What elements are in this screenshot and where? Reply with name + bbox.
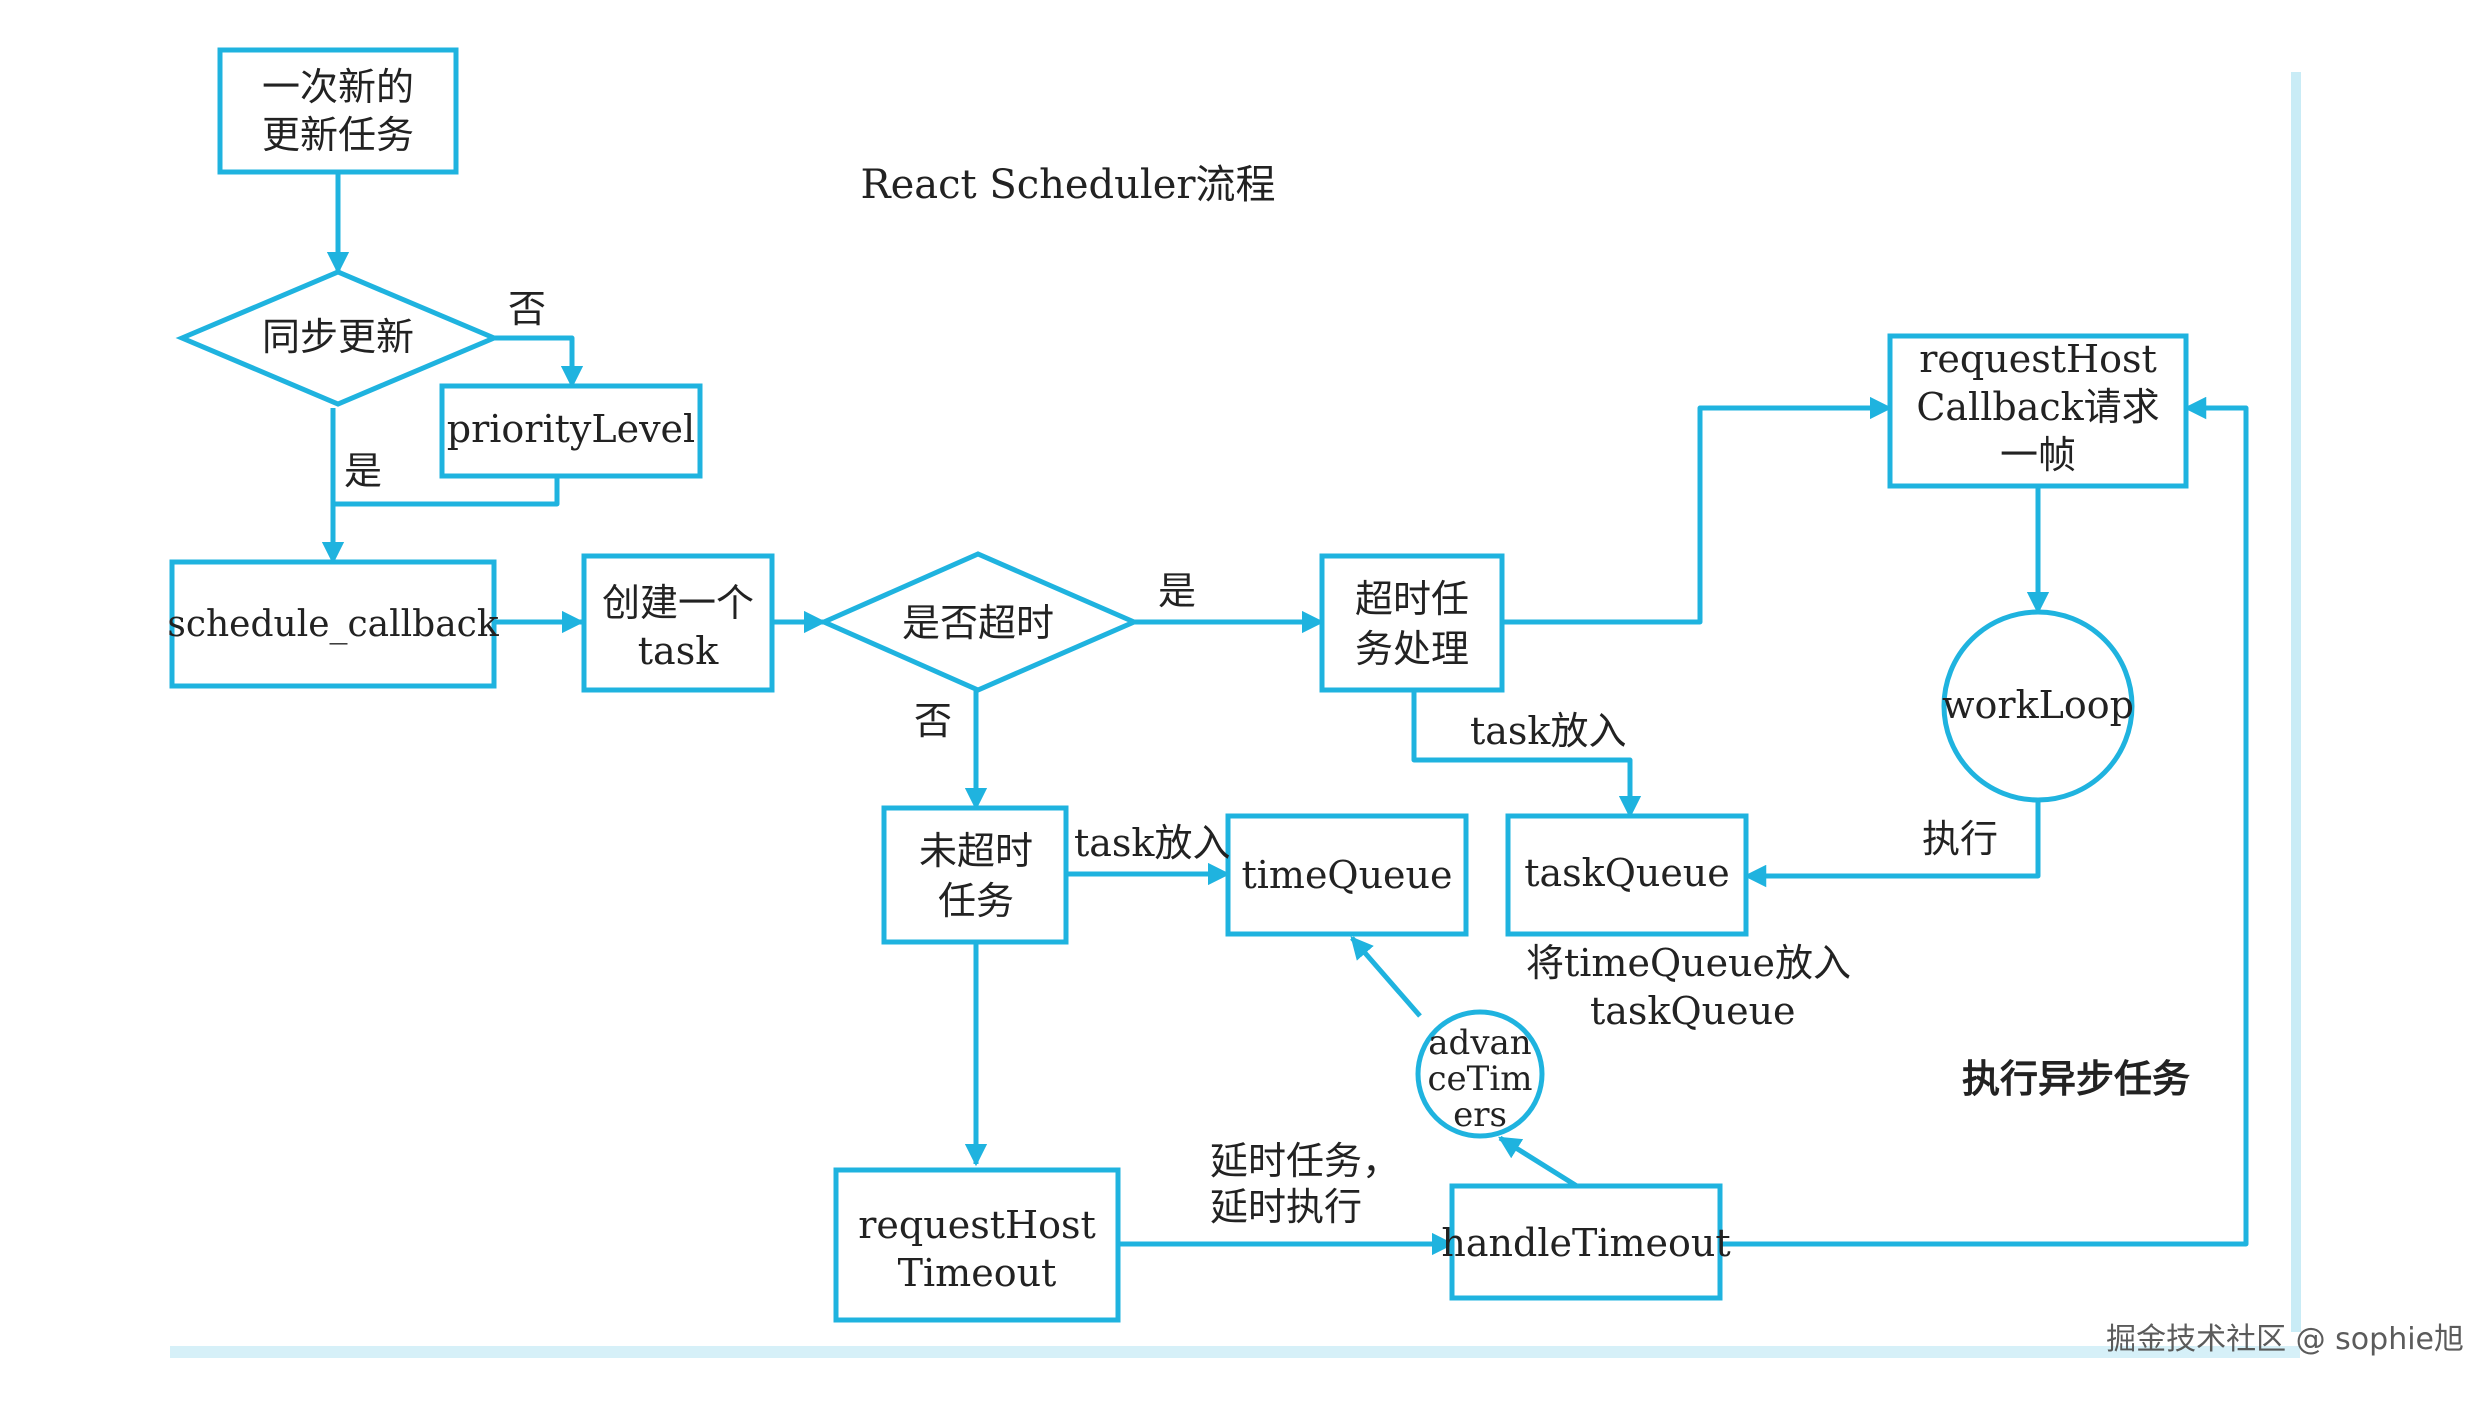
node-sync-update xyxy=(175,269,501,407)
edge-label-delay-1: 延时任务， xyxy=(1210,1139,1400,1183)
label-new-update-1: 一次新的 xyxy=(262,65,414,109)
label-sync-update: 同步更新 xyxy=(262,315,414,359)
node-create-task xyxy=(581,553,775,693)
label-schedule-callback: schedule_callback xyxy=(167,604,499,645)
label-time-queue: timeQueue xyxy=(1241,853,1452,897)
label-request-callback-2: Callback请求 xyxy=(1916,385,2159,429)
node-request-host-timeout xyxy=(833,1167,1121,1323)
node-advance-timers xyxy=(1415,1009,1545,1139)
node-not-timeout-task xyxy=(881,805,1069,945)
edge-label-sync-no: 否 xyxy=(508,287,546,331)
label-host-timeout-2: Timeout xyxy=(898,1251,1057,1295)
label-work-loop: workLoop xyxy=(1942,683,2134,727)
edge-label-timeout-no: 否 xyxy=(914,699,952,743)
edge-workloop-execute xyxy=(1743,800,2041,888)
label-timeout-task-1: 超时任 xyxy=(1355,577,1469,621)
node-work-loop xyxy=(1941,609,2135,803)
edge-sync-no xyxy=(484,335,584,389)
edge-label-timeout-yes: 是 xyxy=(1158,569,1196,613)
edge-label-put-taskqueue: task放入 xyxy=(1470,709,1626,753)
edge-label-sync-yes: 是 xyxy=(344,449,382,493)
node-schedule-callback xyxy=(169,559,497,689)
node-timeout-task xyxy=(1319,553,1505,693)
edge-label-move-1: 将timeQueue放入 xyxy=(1526,941,1851,985)
label-new-update-2: 更新任务 xyxy=(262,113,414,157)
node-time-queue xyxy=(1225,813,1469,937)
label-host-timeout-1: requestHost xyxy=(858,1203,1096,1247)
label-advance-2: ceTim xyxy=(1428,1059,1533,1099)
label-timeout-task-2: 务处理 xyxy=(1355,627,1469,671)
label-handle-timeout: handleTimeout xyxy=(1441,1221,1730,1265)
edge-timeout-to-request xyxy=(1502,396,1893,625)
watermark: 掘金技术社区 @ sophie旭 xyxy=(2106,1322,2464,1357)
label-create-task-2: task xyxy=(638,629,719,673)
label-is-timeout: 是否超时 xyxy=(902,601,1054,645)
node-is-timeout xyxy=(817,551,1141,693)
label-create-task-1: 创建一个 xyxy=(602,581,754,625)
edge-label-delay-2: 延时执行 xyxy=(1210,1185,1362,1229)
node-new-update xyxy=(217,47,459,175)
node-handle-timeout xyxy=(1449,1183,1723,1301)
label-task-queue: taskQueue xyxy=(1524,851,1730,895)
outer-frame xyxy=(170,72,2301,1358)
diagram-title: React Scheduler流程 xyxy=(860,162,1275,208)
edge-timeout-to-taskqueue xyxy=(1411,690,1642,819)
edge-handle-to-advance xyxy=(1498,1135,1582,1191)
label-advance-1: advan xyxy=(1428,1023,1531,1063)
node-task-queue xyxy=(1505,813,1749,937)
edge-label-put-timequeue: task放入 xyxy=(1074,821,1230,865)
node-request-host-callback xyxy=(1887,333,2189,489)
label-not-timeout-1: 未超时 xyxy=(919,829,1033,873)
label-request-callback-1: requestHost xyxy=(1919,337,2157,381)
edge-label-execute: 执行 xyxy=(1922,817,1998,861)
edge-priority-return xyxy=(333,476,560,507)
node-priority-level xyxy=(439,383,703,479)
label-advance-3: ers xyxy=(1453,1095,1507,1135)
edge-advance-to-timequeue xyxy=(1350,936,1422,1018)
edge-label-async-exec: 执行异步任务 xyxy=(1962,1056,2190,1101)
label-priority-level: priorityLevel xyxy=(447,407,695,451)
edge-label-move-2: taskQueue xyxy=(1590,989,1796,1033)
label-not-timeout-2: 任务 xyxy=(938,879,1014,923)
edge-handle-to-request xyxy=(1720,396,2249,1247)
label-request-callback-3: 一帧 xyxy=(2000,433,2076,477)
